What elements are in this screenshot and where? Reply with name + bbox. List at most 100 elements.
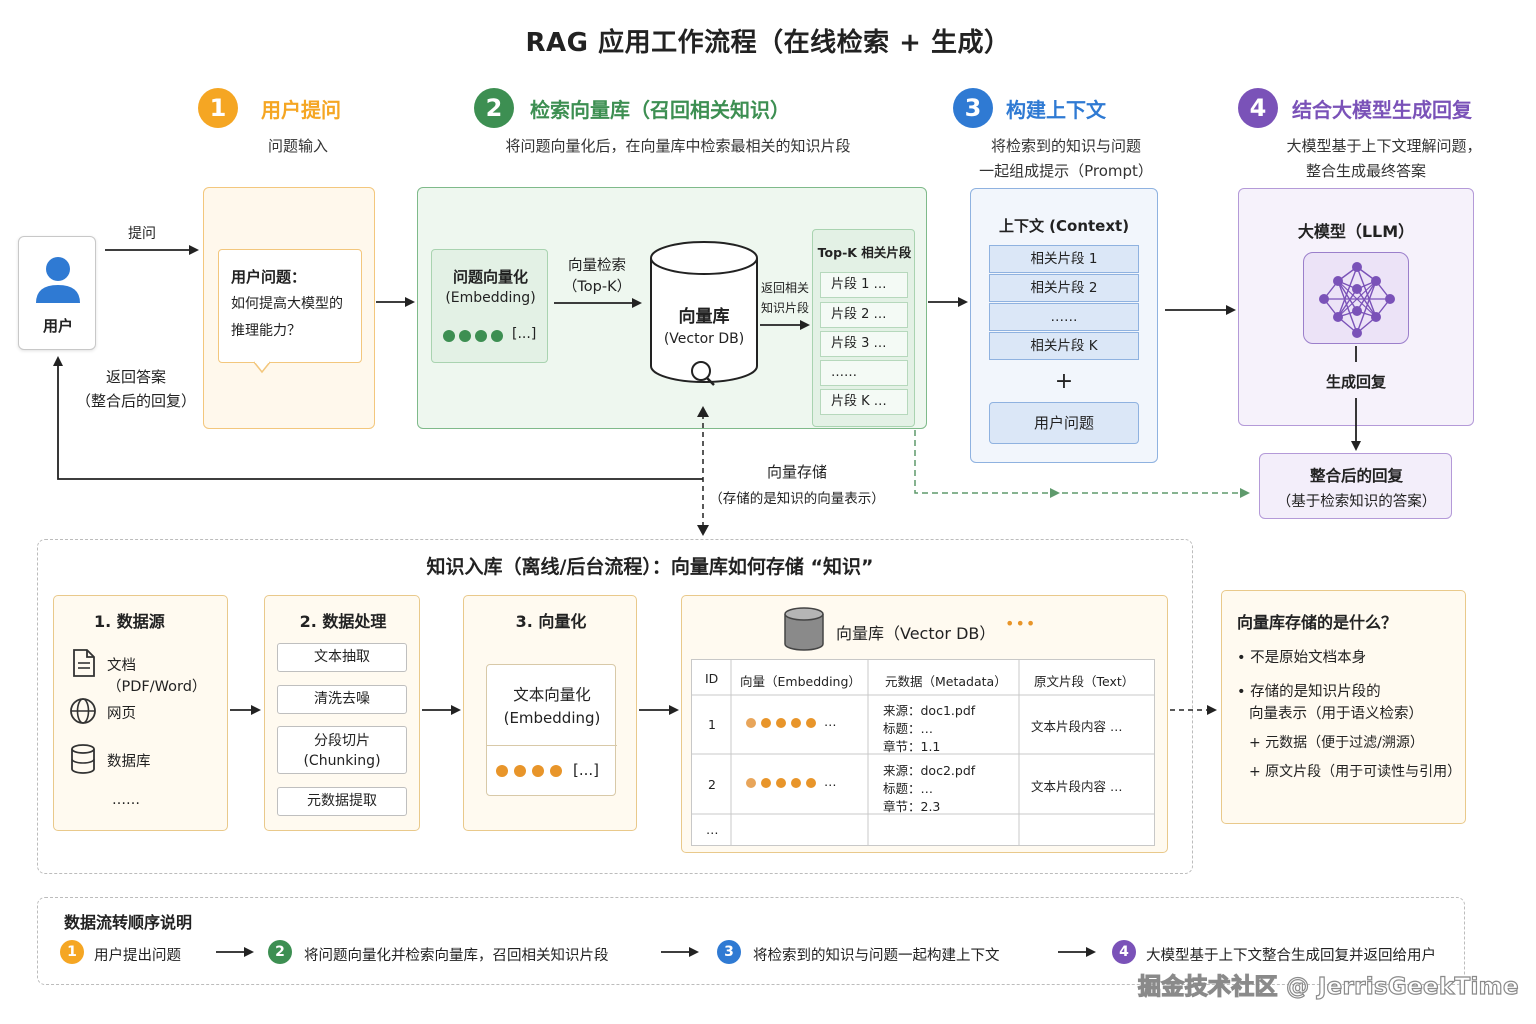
context-title: 上下文 (Context) <box>998 217 1130 235</box>
topk-row: 片段 3 … <box>820 331 908 357</box>
explanation-bullet-1: • 不是原始文档本身 <box>1237 650 1367 666</box>
ask-label: 提问 <box>128 226 156 242</box>
data-sources-panel: 1. 数据源 文档（PDF/Word） 网页 数据库 …… <box>53 595 228 831</box>
legend-badge-1: 1 <box>60 940 84 964</box>
legend-step-4: 大模型基于上下文整合生成回复并返回给用户 <box>1146 948 1436 964</box>
embedding-title: 问题向量化 <box>452 268 528 286</box>
context-plus: + <box>1054 369 1074 394</box>
step-3-badge: 3 <box>953 88 993 128</box>
table-row-2-meta-source: 来源：doc2.pdf <box>883 763 976 778</box>
vector-store-label-line1: 向量存储 <box>766 463 827 481</box>
legend-step-1: 用户提出问题 <box>94 948 181 964</box>
topk-row: …… <box>820 360 908 386</box>
vector-store-label-line2: （存储的是知识的向量表示） <box>709 491 885 507</box>
neuron-node <box>1333 312 1343 322</box>
table-row-ellipsis: … <box>706 822 719 837</box>
source-web-label: 网页 <box>107 706 136 722</box>
step-3-desc-line2: 一起组成提示（Prompt） <box>979 162 1153 180</box>
table-row-1-meta-title: 标题：… <box>883 721 934 736</box>
user-icon <box>36 257 80 303</box>
explanation-bullet-2-line1: • 存储的是知识片段的 <box>1237 684 1381 700</box>
source-document-label: 文档（PDF/Word） <box>107 658 207 695</box>
step-2-title: 检索向量库（召回相关知识） <box>530 98 790 122</box>
user-node: 用户 <box>18 236 96 350</box>
data-processing-title: 2. 数据处理 <box>299 612 387 631</box>
topk-row: 片段 2 … <box>820 302 908 328</box>
embedding-subtitle: (Embedding) <box>445 290 536 306</box>
flow-legend <box>37 897 1465 985</box>
offline-section <box>37 539 1193 874</box>
topk-title: Top-K 相关片段 <box>817 245 912 260</box>
table-row-2-meta-chapter: 章节：2.3 <box>883 799 941 814</box>
context-row: 相关片段 K <box>989 332 1139 360</box>
table-row-1-meta-source: 来源：doc1.pdf <box>883 703 976 718</box>
row-1-vector-dots <box>746 718 816 728</box>
step-3-desc-line1: 将检索到的知识与问题 <box>990 137 1141 155</box>
step-2-badge: 2 <box>474 88 514 128</box>
answer-title: 整合后的回复 <box>1309 467 1403 485</box>
legend-step-3: 将检索到的知识与问题一起构建上下文 <box>753 948 1000 964</box>
neuron-node <box>1352 328 1362 338</box>
table-header-text: 原文片段（Text） <box>1034 674 1135 689</box>
neuron-node <box>1319 294 1329 304</box>
step-2-desc: 将问题向量化后，在向量库中检索最相关的知识片段 <box>505 137 851 155</box>
text-embedding-line1: 文本向量化 <box>513 686 591 704</box>
process-step-clean: 清洗去噪 <box>277 685 407 714</box>
step-3-title: 构建上下文 <box>1006 98 1106 122</box>
table-row-2-meta-title: 标题：… <box>883 781 934 796</box>
vector-db-cylinder-icon <box>650 241 758 386</box>
topk-row: 片段 K … <box>820 389 908 415</box>
explanation-bullet-3: + 元数据（便于过滤/溯源） <box>1249 735 1424 751</box>
question-line2: 推理能力？ <box>231 323 301 339</box>
step-1-desc: 问题输入 <box>267 137 328 155</box>
explanation-title: 向量库存储的是什么？ <box>1237 613 1398 632</box>
offline-title: 知识入库（离线/后台流程）：向量库如何存储 “知识” <box>426 556 874 578</box>
context-row: …… <box>989 303 1139 331</box>
vector-search-label-line2: （Top-K） <box>562 279 632 295</box>
user-label: 用户 <box>42 317 73 335</box>
table-row-1-meta-chapter: 章节：1.1 <box>883 739 941 754</box>
process-step-chunking: 分段切片 (Chunking) <box>277 726 407 774</box>
legend-title: 数据流转顺序说明 <box>64 913 193 932</box>
legend-badge-2: 2 <box>268 940 292 964</box>
legend-badge-3: 3 <box>717 940 741 964</box>
return-related-label-line1: 返回相关 <box>760 281 809 295</box>
topk-panel: Top-K 相关片段 片段 1 … 片段 2 … 片段 3 … …… 片段 K … <box>812 229 915 427</box>
step-4-desc-line2: 整合生成最终答案 <box>1305 162 1426 180</box>
vector-store-explanation: 向量库存储的是什么？ • 不是原始文档本身 • 存储的是知识片段的 向量表示（用… <box>1221 590 1466 824</box>
vector-db-title: 向量库 <box>678 307 730 327</box>
return-answer-label-line2: （整合后的回复） <box>75 392 196 410</box>
embedding-vector: [...] <box>512 326 537 342</box>
table-row-1-id: 1 <box>708 717 716 732</box>
step-4-badge: 4 <box>1238 88 1278 128</box>
neuron-node <box>1371 276 1381 286</box>
watermark: 掘金技术社区 @ JerrisGeekTime <box>1137 973 1519 1000</box>
final-answer-box: 整合后的回复 （基于检索知识的答案） <box>1259 453 1452 519</box>
vectorize-panel: 3. 向量化 文本向量化 (Embedding) [...] <box>463 595 637 831</box>
text-embedding-dots-icon <box>496 765 562 777</box>
neuron-node <box>1371 312 1381 322</box>
text-embedding-box: 文本向量化 (Embedding) [...] <box>486 664 617 796</box>
table-header-metadata: 元数据（Metadata） <box>885 674 1007 689</box>
return-answer-label-line1: 返回答案 <box>105 368 166 386</box>
page-title: RAG 应用工作流程（在线检索 + 生成） <box>525 28 1011 58</box>
table-row-2-vector-more: … <box>824 774 837 789</box>
table-row-1-vector-more: … <box>824 714 837 729</box>
answer-subtitle: （基于检索知识的答案） <box>1276 494 1437 510</box>
table-row-1-text: 文本片段内容 … <box>1031 719 1123 734</box>
legend-badge-4: 4 <box>1112 940 1136 964</box>
table-row-2-text: 文本片段内容 … <box>1031 779 1123 794</box>
vectorize-title: 3. 向量化 <box>515 612 587 631</box>
data-sources-title: 1. 数据源 <box>94 612 165 631</box>
explanation-bullet-2-line2: 向量表示（用于语义检索） <box>1249 706 1423 722</box>
llm-title: 大模型（LLM） <box>1297 222 1415 241</box>
table-header-embedding: 向量（Embedding） <box>740 674 861 689</box>
database-cylinder-icon <box>784 607 824 651</box>
step-1-badge: 1 <box>198 88 238 128</box>
row-2-vector-dots <box>746 778 816 788</box>
database-icon <box>71 744 95 774</box>
vector-db-subtitle: (Vector DB) <box>663 331 745 347</box>
vector-search-label-line1: 向量检索 <box>568 258 626 274</box>
return-related-label-line2: 知识片段 <box>760 301 809 315</box>
text-embedding-vector: [...] <box>573 761 600 779</box>
